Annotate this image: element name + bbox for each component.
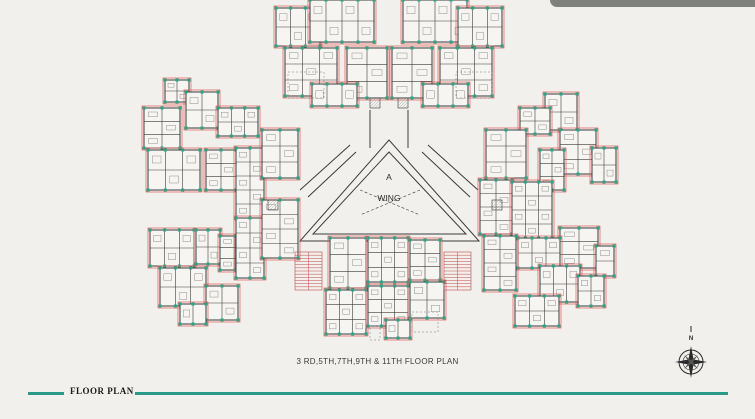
- apartment-block: [307, 0, 377, 45]
- apartment-block: [589, 145, 619, 185]
- apartment-block: [162, 77, 192, 105]
- apartment-block: [365, 283, 411, 329]
- apartment-clusters: [141, 0, 619, 341]
- lift-shaft: [369, 97, 381, 109]
- apartment-block: [193, 227, 223, 267]
- lift-shaft: [267, 199, 279, 211]
- apartment-block: [420, 81, 471, 109]
- footer-line-left: [28, 392, 64, 395]
- apartment-block: [141, 105, 183, 151]
- apartment-block: [575, 273, 607, 309]
- compass-north-label: N: [689, 336, 693, 342]
- apartment-block: [383, 317, 413, 341]
- footer-line-right: [135, 392, 728, 395]
- staircases: [294, 251, 472, 291]
- apartment-block: [215, 105, 261, 139]
- lift-shaft: [397, 97, 409, 109]
- apartment-block: [147, 227, 197, 269]
- apartment-block: [145, 147, 203, 193]
- apartment-block: [259, 197, 301, 261]
- lift-shaft: [491, 199, 503, 211]
- wing-label: A WING: [377, 172, 400, 203]
- top-right-tab: [550, 0, 755, 7]
- apartment-block: [389, 45, 435, 101]
- wing-word: WING: [377, 193, 400, 203]
- footer-title: FLOOR PLAN: [70, 386, 134, 396]
- apartment-block: [327, 235, 369, 291]
- apartment-block: [309, 81, 360, 109]
- apartment-block: [509, 179, 555, 241]
- apartment-block: [593, 243, 617, 279]
- apartment-block: [483, 127, 529, 181]
- apartment-block: [177, 301, 209, 327]
- apartment-block: [203, 283, 241, 323]
- apartment-block: [323, 287, 369, 337]
- apartment-block: [407, 279, 447, 321]
- wing-letter: A: [386, 172, 392, 182]
- apartment-block: [455, 5, 505, 49]
- apartment-block: [233, 145, 267, 221]
- apartment-block: [365, 235, 411, 285]
- apartment-block: [157, 265, 209, 309]
- apartment-block: [259, 127, 301, 181]
- apartment-block: [183, 89, 221, 131]
- apartment-block: [407, 237, 443, 283]
- compass-icon: N: [675, 326, 707, 378]
- apartment-block: [203, 147, 239, 193]
- apartment-block: [512, 293, 562, 329]
- floor-plan-caption: 3 RD,5TH,7TH,9TH & 11TH FLOOR PLAN: [296, 357, 459, 366]
- apartment-block: [233, 215, 267, 281]
- apartment-block: [515, 235, 563, 271]
- apartment-block: [481, 233, 519, 293]
